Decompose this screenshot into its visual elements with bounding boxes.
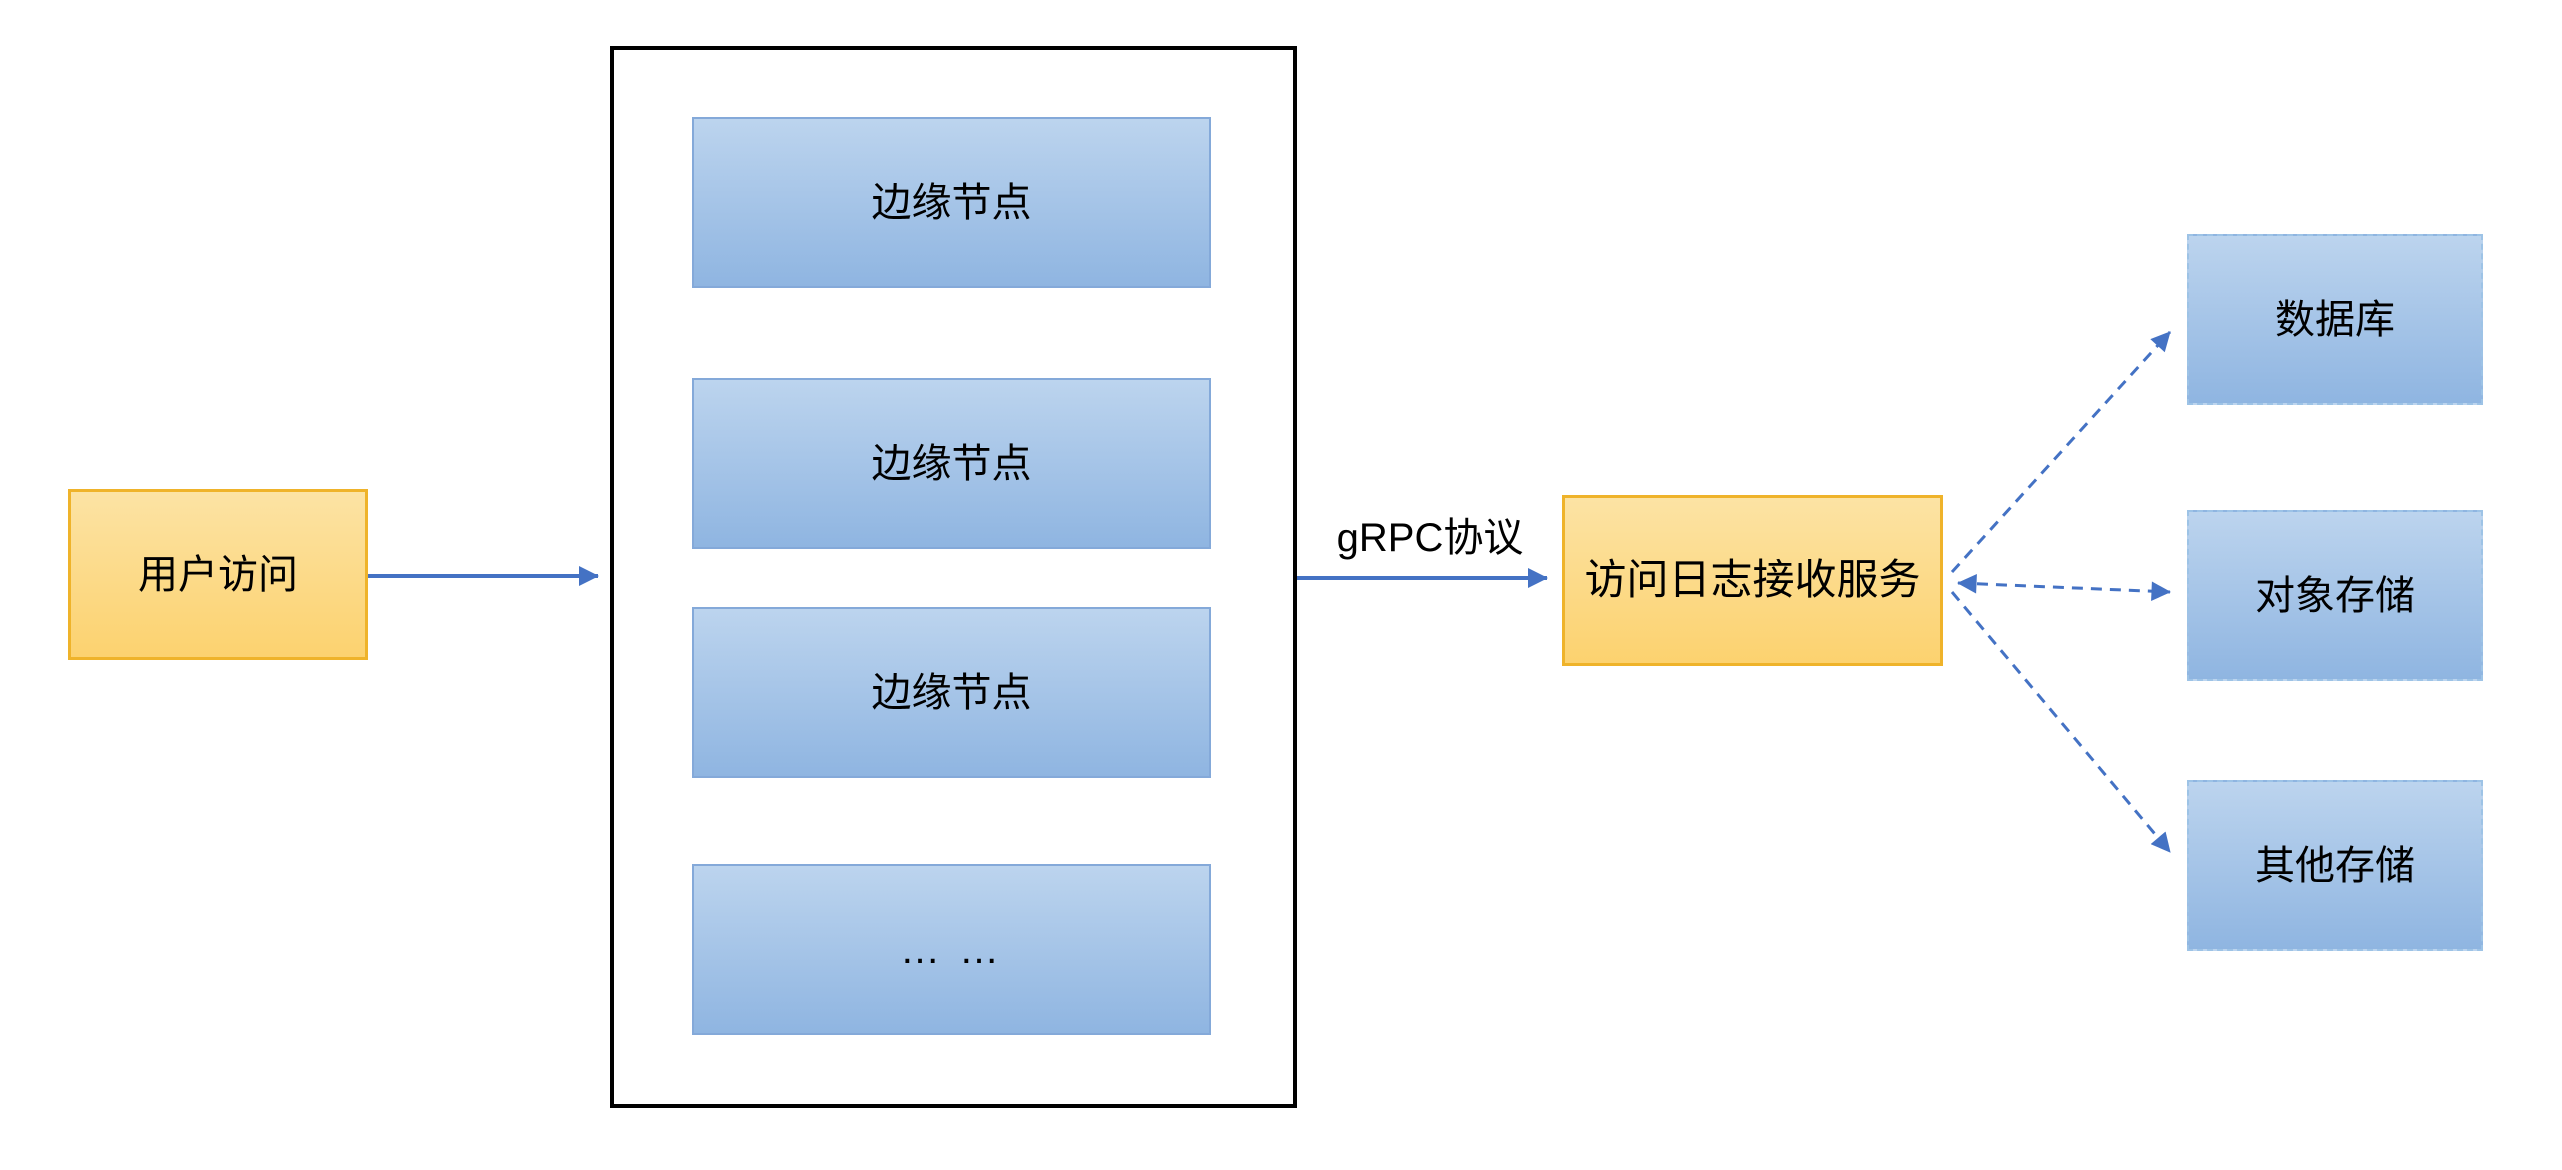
object-storage-label: 对象存储 [2255, 573, 2415, 618]
database-box: 数据库 [2187, 234, 2483, 405]
dashed-arrow-service-to-other-storage [1950, 591, 2172, 853]
object-storage-box: 对象存储 [2187, 510, 2483, 681]
database-label: 数据库 [2275, 297, 2395, 342]
dashed-arrow-service-to-database [1950, 330, 2172, 574]
grpc-protocol-label: gRPC协议 [1336, 516, 1524, 560]
other-storage-box: 其他存储 [2187, 780, 2483, 951]
edge-node-box-2: 边缘节点 [692, 378, 1211, 549]
log-receive-service-box: 访问日志接收服务 [1562, 495, 1943, 666]
edge-node-label-2: 边缘节点 [871, 441, 1032, 486]
dashed-arrow-service-to-object-storage [1957, 574, 2171, 601]
edge-node-box-1: 边缘节点 [692, 117, 1211, 288]
other-storage-label: 其他存储 [2255, 843, 2415, 888]
edge-node-label-1: 边缘节点 [871, 180, 1032, 225]
edge-node-label-3: 边缘节点 [871, 670, 1032, 715]
user-access-box: 用户访问 [68, 489, 368, 660]
log-receive-service-label: 访问日志接收服务 [1584, 556, 1921, 604]
edge-node-box-ellipsis: … … [692, 864, 1211, 1035]
user-access-label: 用户访问 [138, 552, 298, 597]
edge-node-box-3: 边缘节点 [692, 607, 1211, 778]
edge-node-ellipsis-label: … … [899, 927, 1004, 972]
